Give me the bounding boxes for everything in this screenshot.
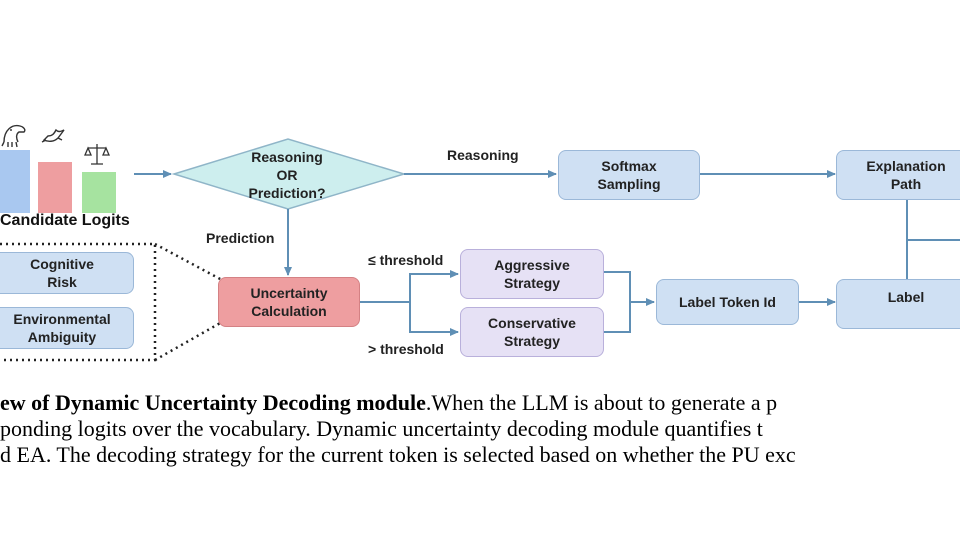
arrow-uncertainty-to-conservative <box>409 302 459 336</box>
logit-bar-blue <box>0 150 30 213</box>
arrow-uncertainty-to-aggressive <box>360 270 459 303</box>
edge-label-reasoning: Reasoning <box>447 147 519 163</box>
scales-icon <box>84 144 110 165</box>
softmax-sampling-box: Softmax Sampling <box>558 150 700 200</box>
aggressive-strategy-box: Aggressive Strategy <box>460 249 604 299</box>
caption-line-3: d EA. The decoding strategy for the curr… <box>0 442 796 467</box>
dove-icon <box>41 128 65 143</box>
figure-caption: ew of Dynamic Uncertainty Decoding modul… <box>0 390 960 468</box>
logit-bar-green <box>82 172 116 213</box>
caption-bold: ew of Dynamic Uncertainty Decoding modul… <box>0 390 426 415</box>
edge-label-prediction: Prediction <box>206 230 275 246</box>
arrow-aggressive-merge <box>604 271 631 333</box>
logit-bar-red <box>38 162 72 213</box>
uncertainty-calculation-box: Uncertainty Calculation <box>218 277 360 327</box>
caption-line-2: ponding logits over the vocabulary. Dyna… <box>0 416 763 441</box>
caption-line-1-rest: .When the LLM is about to generate a p <box>425 390 778 415</box>
edge-label-gt-threshold: > threshold <box>368 341 444 357</box>
explanation-path-box: Explanation Path <box>836 150 960 200</box>
candidate-logits-label: Candidate Logits <box>0 212 130 229</box>
cognitive-risk-box: Cognitive Risk <box>0 252 134 294</box>
label-box: Label <box>836 279 960 329</box>
environmental-ambiguity-box: Environmental Ambiguity <box>0 307 134 349</box>
label-box-text: Label <box>887 289 925 305</box>
decision-label: Reasoning OR Prediction? <box>248 149 326 201</box>
label-token-id-box: Label Token Id <box>656 279 799 325</box>
caption-line-1: ew of Dynamic Uncertainty Decoding modul… <box>0 390 960 416</box>
zoom-line-top <box>154 242 223 282</box>
conservative-strategy-box: Conservative Strategy <box>460 307 604 357</box>
zoom-line-bottom <box>154 320 223 362</box>
edge-label-le-threshold: ≤ threshold <box>368 252 444 268</box>
eagle-icon <box>1 124 26 148</box>
zoom-box-dotted <box>0 242 157 362</box>
